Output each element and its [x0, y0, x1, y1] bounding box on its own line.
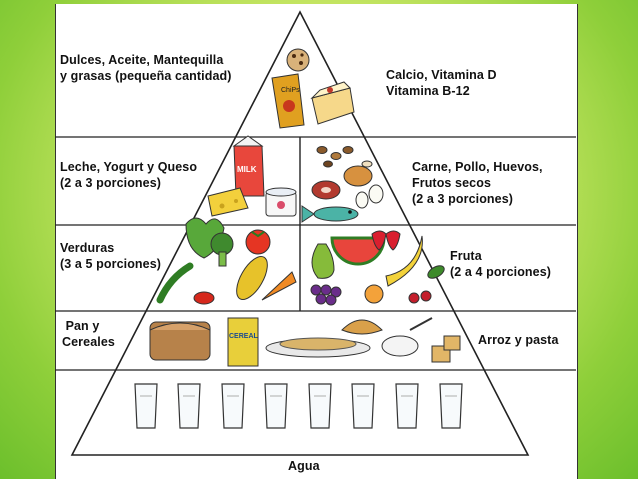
chips-label: ChiPs	[281, 87, 300, 94]
label-leche: Leche, Yogurt y Queso (2 a 3 porciones)	[60, 160, 198, 190]
glass-icon	[395, 383, 419, 429]
water-glasses	[134, 383, 463, 429]
chips-bag-icon: ChiPs	[271, 73, 305, 129]
glass-icon	[264, 383, 288, 429]
apricot-icon	[364, 284, 384, 304]
cake-slice-icon	[310, 81, 355, 125]
milk-label: MILK	[237, 165, 257, 174]
pear-icon	[311, 243, 335, 279]
pasta-plate-icon	[265, 337, 371, 358]
croissant-icon	[341, 319, 383, 335]
tomato-icon	[245, 229, 271, 255]
carrot-icon	[261, 271, 297, 301]
cookie-icon	[286, 48, 310, 72]
glass-icon	[308, 383, 332, 429]
broccoli-icon	[210, 232, 234, 267]
cereal-box-icon: CEREAL	[227, 317, 259, 367]
leaf-icon	[427, 265, 445, 279]
glass-icon	[439, 383, 463, 429]
strawberry-icon	[371, 230, 401, 251]
yogurt-cup-icon	[265, 187, 297, 217]
tier-lines	[55, 136, 576, 371]
cheese-icon	[207, 187, 249, 217]
glass-icon	[351, 383, 375, 429]
nuts-icon	[316, 146, 354, 168]
label-fruta: Fruta (2 a 4 porciones)	[450, 249, 552, 279]
label-calcio: Calcio, Vitamina D Vitamina B-12	[386, 68, 497, 98]
milk-carton-icon: MILK	[232, 135, 265, 197]
cereal-label: CEREAL	[229, 333, 259, 340]
label-agua: Agua	[288, 459, 320, 473]
fish-icon	[301, 205, 359, 223]
pyramid-outline	[70, 10, 530, 456]
label-verduras: Verduras (3 a 5 porciones)	[60, 241, 162, 271]
label-arroz: Arroz y pasta	[478, 333, 559, 347]
glass-icon	[177, 383, 201, 429]
cherries-icon	[408, 290, 432, 304]
corn-icon	[236, 256, 268, 300]
label-pan: Pan y Cereales	[62, 319, 115, 349]
glass-icon	[221, 383, 245, 429]
label-dulces: Dulces, Aceite, Mantequilla y grasas (pe…	[60, 53, 232, 83]
peas-icon	[156, 262, 194, 304]
cracker-icon	[431, 335, 461, 363]
chicken-icon	[343, 160, 373, 187]
glass-icon	[134, 383, 158, 429]
egg-icon	[355, 184, 384, 209]
meat-steak-icon	[311, 180, 341, 200]
bread-loaf-icon	[149, 321, 211, 361]
pepper-icon	[193, 291, 215, 305]
grapes-icon	[310, 284, 342, 306]
label-carne: Carne, Pollo, Huevos, Frutos secos (2 a …	[412, 160, 543, 206]
banana-icon	[385, 235, 423, 287]
rice-bowl-icon	[381, 317, 433, 357]
